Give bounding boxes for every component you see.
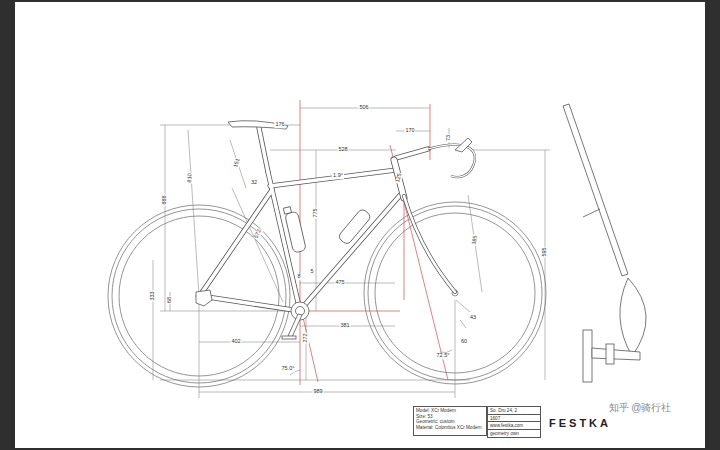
dimension-value: 68 <box>167 296 173 304</box>
dimension-value: 385 <box>471 234 478 246</box>
dimension-value: 151 <box>233 157 242 169</box>
dimension-value: 60 <box>460 339 468 345</box>
brand-logo: FESTKA <box>548 418 612 429</box>
sheet <box>15 2 705 448</box>
watermark: 知乎 @骑行社 <box>608 403 673 413</box>
dimension-value: 528 <box>337 147 348 153</box>
title-block-cell: Model: XCr ModernSize: 53Geometric: cust… <box>413 406 487 436</box>
dimension-value: 989 <box>312 389 323 395</box>
dimension-lines <box>153 108 550 398</box>
dimension-value: 595 <box>542 246 548 257</box>
dimension-value: 333 <box>150 290 156 301</box>
dimension-value: 1.9° <box>332 173 344 179</box>
dimension-value: 170 <box>404 128 415 134</box>
dimension-value: 125 <box>395 172 403 184</box>
dimension-value: 176 <box>274 122 285 128</box>
dimension-value: 72.5° <box>436 353 451 359</box>
title-block-text: geometry own <box>490 431 538 437</box>
components <box>196 121 475 339</box>
dimension-value: 43 <box>469 315 477 321</box>
dimension-value: 402 <box>230 339 241 345</box>
wheels <box>108 202 546 387</box>
dimension-value: 5 <box>309 269 314 275</box>
title-block-text: Size: 53 <box>416 414 484 420</box>
dimension-value: 32 <box>250 180 258 186</box>
fork-side-view <box>563 104 646 382</box>
dimension-value: 73 <box>446 134 452 142</box>
dimension-value: 272 <box>303 332 309 343</box>
dimension-value: 572 <box>253 228 263 240</box>
dimension-value: 381 <box>339 323 350 329</box>
dimension-value: 475 <box>334 280 345 286</box>
dimension-value: 775 <box>313 207 319 218</box>
dimension-value: 75.0° <box>281 366 296 372</box>
frame <box>201 128 455 311</box>
title-block-text: Model: XCr Modern <box>416 408 484 414</box>
title-block-text: Material: Colombus XCr Modern <box>416 425 484 431</box>
title-block-row: geometry own <box>487 429 541 439</box>
dimension-value: 888 <box>162 194 168 205</box>
title-block-text: Geometric: custom <box>416 419 484 425</box>
dimension-value: 506 <box>358 105 369 111</box>
dimension-value: 810 <box>187 172 193 184</box>
dimension-value: 8 <box>296 274 301 280</box>
